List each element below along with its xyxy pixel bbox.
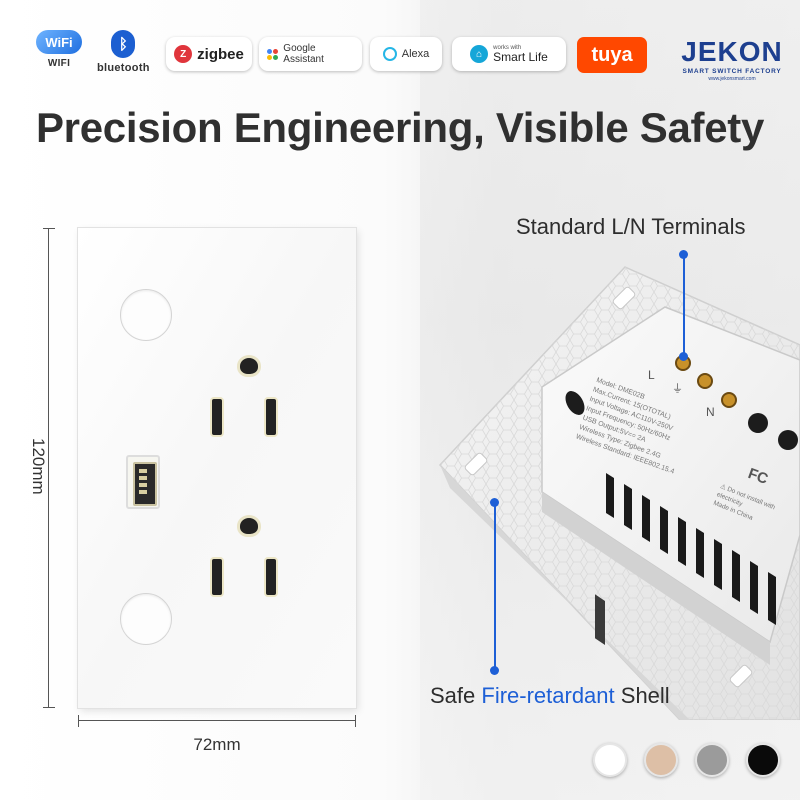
color-options <box>593 743 780 777</box>
wifi-icon: WiFi <box>36 30 82 54</box>
outlet-upper <box>206 355 296 465</box>
height-dimension-label: 120mm <box>29 438 48 495</box>
terminals-leader-dot <box>679 250 688 259</box>
ground-symbol: ⏚ <box>672 383 683 395</box>
swatch-white[interactable] <box>593 743 627 777</box>
terminal-n-label: N <box>706 405 715 419</box>
neutral-slot <box>210 397 224 437</box>
compatibility-badges: WiFi WIFI ᛒ bluetooth Z zigbee Google As… <box>0 0 800 90</box>
rear-module-view: L ⏚ N Model: DME02B Max.Current: 15(OTOT… <box>430 250 800 720</box>
brand-website: www.jekonsmart.com <box>708 76 756 82</box>
screw-cover-bottom <box>120 593 172 645</box>
bluetooth-icon: ᛒ <box>111 30 136 58</box>
zigbee-icon: Z <box>174 45 193 63</box>
tuya-logo: tuya <box>577 37 647 73</box>
terminals-leader-dot <box>679 352 688 361</box>
brand-tagline: SMART SWITCH FACTORY <box>682 68 782 75</box>
bluetooth-badge: ᛒ bluetooth <box>97 30 150 74</box>
wifi-label: WIFI <box>47 58 71 69</box>
bluetooth-label: bluetooth <box>97 62 150 74</box>
terminal-l-label: L <box>648 368 655 382</box>
terminals-leader-line <box>683 254 685 357</box>
jekon-logo: JEKON SMART SWITCH FACTORY www.jekonsmar… <box>672 36 792 83</box>
shell-leader-dot <box>490 666 499 675</box>
swatch-grey[interactable] <box>695 743 729 777</box>
outlet-lower <box>206 515 296 625</box>
hot-slot <box>264 557 278 597</box>
rear-module-illustration <box>438 266 800 720</box>
shell-leader-line <box>494 502 496 670</box>
brand-name: JEKON <box>681 36 783 67</box>
module-housing <box>541 306 800 665</box>
shell-callout: Safe Fire-retardant Shell <box>430 683 670 708</box>
screw-cover-top <box>120 289 172 341</box>
google-assistant-label: Google Assistant <box>283 43 324 65</box>
neutral-slot <box>210 557 224 597</box>
ground-hole <box>237 355 261 377</box>
swatch-black[interactable] <box>746 743 780 777</box>
zigbee-label: zigbee <box>197 45 244 63</box>
hot-slot <box>264 397 278 437</box>
works-with-label: works with <box>493 45 522 51</box>
terminals-callout: Standard L/N Terminals <box>516 214 746 239</box>
ground-hole <box>237 515 261 537</box>
usb-port <box>126 455 160 509</box>
alexa-icon <box>382 47 397 61</box>
smartthings-icon: ⌂ <box>470 45 489 63</box>
wifi-badge: WiFi WIFI <box>36 30 82 69</box>
alexa-badge: Alexa <box>370 37 442 71</box>
width-dimension-line <box>78 715 356 730</box>
shell-leader-dot <box>490 498 499 507</box>
front-plate <box>78 228 356 708</box>
zigbee-badge: Z zigbee <box>166 37 252 71</box>
swatch-gold[interactable] <box>644 743 678 777</box>
smart-life-label: Smart Life <box>493 50 548 64</box>
page-title: Precision Engineering, Visible Safety <box>35 104 765 151</box>
google-assistant-icon <box>267 48 278 60</box>
smartthings-badge: ⌂ works with Smart Life <box>452 37 566 71</box>
alexa-label: Alexa <box>401 48 430 60</box>
width-dimension-label: 72mm <box>193 735 241 754</box>
height-dimension-line <box>43 228 58 708</box>
google-assistant-badge: Google Assistant <box>259 37 362 71</box>
